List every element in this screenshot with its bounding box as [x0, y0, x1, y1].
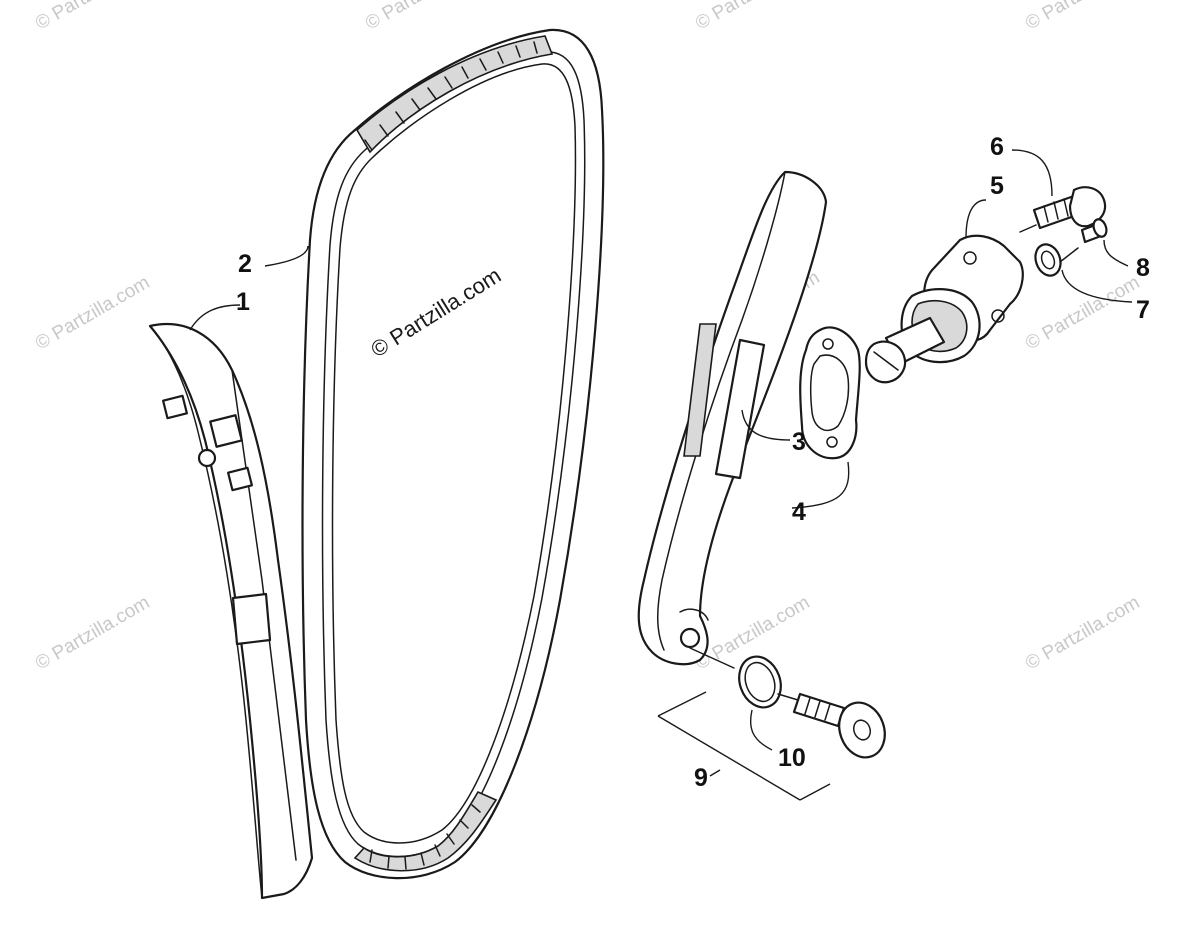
- callout-1: 1: [236, 288, 250, 316]
- washer-part-10: [738, 655, 782, 709]
- callout-9: 9: [694, 764, 708, 792]
- chain-guide-part-1: [148, 322, 314, 900]
- watermark-text: © Partzilla.com: [1022, 592, 1143, 674]
- pivot-bolt: [792, 692, 886, 759]
- callout-6: 6: [990, 133, 1004, 161]
- watermark-text: © Partzilla.com: [692, 0, 813, 34]
- washer-part-7: [1034, 243, 1062, 277]
- gasket-part-4: [799, 326, 861, 460]
- tensioner-part-5: [864, 234, 1024, 384]
- watermark-text: © Partzilla.com: [32, 272, 153, 354]
- tensioner-guide-part-3: [637, 170, 828, 666]
- watermark-text: © Partzilla.com: [32, 592, 153, 674]
- leader-lines: [189, 149, 1133, 801]
- explosion-lines: [689, 224, 1079, 701]
- callout-4: 4: [792, 498, 806, 526]
- callout-3: 3: [792, 428, 806, 456]
- callout-2: 2: [238, 250, 252, 278]
- cam-chain-part-2: [301, 28, 605, 880]
- screw-part-8: [1080, 218, 1108, 244]
- callout-labels: 1 2 3 4 5 6 7 8 9 10: [236, 133, 1150, 792]
- watermark-text: © Partzilla.com: [1022, 0, 1143, 34]
- watermark-text: © Partzilla.com: [362, 0, 483, 34]
- callout-8: 8: [1136, 254, 1150, 282]
- callout-10: 10: [778, 744, 806, 772]
- callout-5: 5: [990, 172, 1004, 200]
- watermark-text: © Partzilla.com: [32, 0, 153, 34]
- watermark-text: © Partzilla.com: [1022, 272, 1143, 354]
- callout-7: 7: [1136, 296, 1150, 324]
- bolt-part-6: [1032, 186, 1107, 230]
